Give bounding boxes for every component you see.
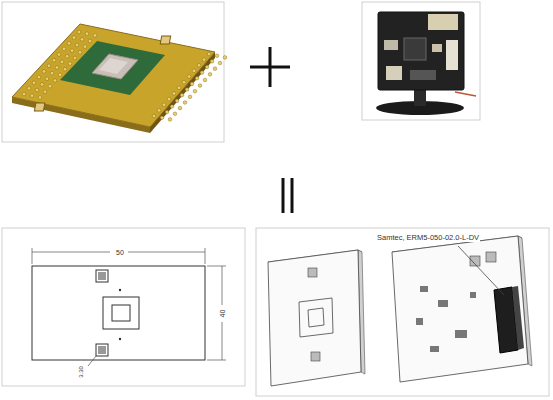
- chip-window: [112, 305, 130, 321]
- photo-frame: [2, 2, 224, 142]
- board-outline: [32, 266, 205, 360]
- pcb-board: [12, 24, 215, 127]
- mark: [119, 289, 121, 291]
- dimension-label: 40: [219, 308, 226, 318]
- component: [430, 346, 439, 352]
- board-module: [428, 14, 458, 30]
- extension-line: [207, 266, 226, 267]
- board-component: [410, 70, 436, 80]
- part-label: Samtec, ERM5-050-02.0-L-DV: [376, 234, 480, 242]
- extension-line: [205, 248, 206, 264]
- pad: [98, 272, 106, 280]
- pcb-pads: [22, 30, 227, 121]
- plus-sign: [250, 66, 290, 69]
- dimension-line: [128, 252, 205, 253]
- board-component: [384, 40, 398, 50]
- plate: [268, 250, 361, 386]
- component: [416, 318, 423, 325]
- pad-outline: [96, 270, 108, 282]
- pad: [311, 352, 320, 361]
- chip-window: [308, 308, 324, 327]
- chip: [92, 54, 138, 79]
- component: [455, 330, 467, 338]
- board-connector: [446, 40, 458, 70]
- chip-outline: [103, 297, 139, 329]
- pad: [308, 268, 317, 277]
- extension-line: [32, 248, 33, 264]
- board-chip: [404, 38, 426, 60]
- drawing-frame: [2, 228, 245, 386]
- leader-line: [458, 246, 504, 295]
- equals-sign: [282, 178, 285, 213]
- dimension-line: [222, 322, 223, 360]
- board-component: [386, 66, 402, 80]
- component: [438, 300, 448, 307]
- pad: [98, 346, 106, 354]
- pad: [486, 252, 496, 262]
- plate: [392, 236, 528, 382]
- cable: [455, 92, 476, 96]
- chip-window: [99, 58, 128, 74]
- connector-side: [512, 286, 524, 350]
- corner-pad: [34, 103, 44, 111]
- board-component: [432, 44, 442, 52]
- mark: [119, 338, 121, 340]
- pcb-routing: [60, 41, 165, 95]
- component: [420, 286, 428, 292]
- leader-line: [88, 356, 96, 366]
- dimension-label: 3.30: [78, 365, 84, 379]
- chip-outline: [299, 298, 333, 337]
- component: [470, 292, 476, 298]
- dimension-label: 50: [115, 249, 125, 256]
- drawing-frame: [256, 228, 549, 396]
- dimension-line: [32, 252, 110, 253]
- extension-line: [207, 360, 226, 361]
- photo-frame: [362, 2, 480, 120]
- equals-sign: [291, 178, 294, 213]
- eval-board: [378, 12, 464, 90]
- pad-outline: [96, 344, 108, 356]
- corner-pad: [160, 36, 170, 44]
- dimension-line: [222, 266, 223, 305]
